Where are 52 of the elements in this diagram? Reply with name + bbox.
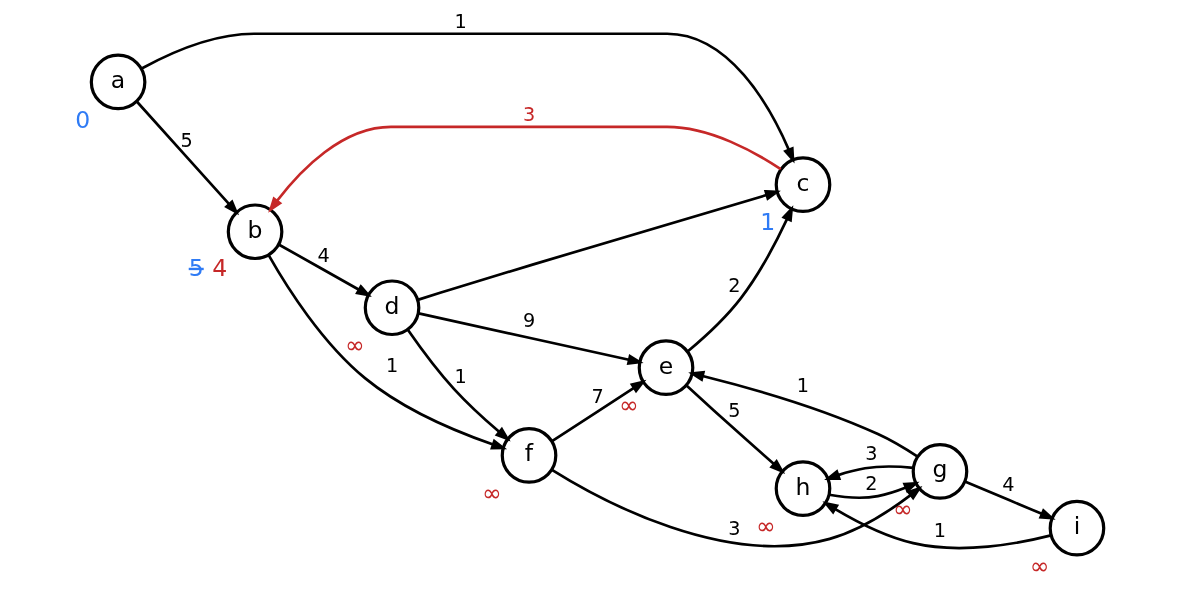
arrow: [687, 370, 918, 458]
edge-label: 4: [1001, 473, 1015, 497]
edge-label: 1: [453, 365, 467, 389]
arrow: [684, 384, 785, 474]
arrow: [135, 100, 239, 216]
arrow: [821, 501, 1051, 550]
arrow: [686, 205, 793, 353]
edge-label: 1: [796, 373, 809, 397]
edge-label: 2: [727, 274, 741, 298]
edge-label: 3: [522, 102, 535, 126]
edge-label: 3: [864, 442, 878, 466]
node-circle: a: [89, 53, 146, 111]
node-label: ∞: [344, 331, 365, 360]
arrow: [406, 328, 511, 442]
node-label: ∞: [481, 479, 502, 508]
node-label: ∞: [892, 495, 912, 524]
node-label: 5: [188, 254, 204, 283]
arrow: [823, 465, 914, 480]
edge-label: 7: [590, 385, 604, 409]
node-circle: f: [500, 427, 557, 484]
node-label: ∞: [618, 391, 639, 420]
arrow: [267, 254, 507, 450]
node-label: 0: [74, 105, 90, 134]
node-circle: d: [363, 279, 420, 337]
edge-label: 5: [727, 399, 741, 423]
node-label: 4: [211, 254, 227, 283]
node-circle: c: [774, 156, 831, 214]
edge-label: 1: [453, 9, 467, 33]
arrow: [416, 189, 781, 302]
arrow: [140, 32, 795, 164]
node-circle: h: [774, 460, 831, 517]
arrow: [550, 379, 646, 443]
node-circle: b: [226, 203, 283, 261]
edge-label: 3: [727, 517, 741, 541]
node-circle: g: [911, 443, 968, 500]
edge-label: 9: [522, 309, 535, 333]
edge-label: 4: [316, 244, 330, 268]
node-label: ∞: [755, 512, 776, 541]
arrow: [267, 125, 781, 213]
edge-label: 1: [933, 519, 946, 543]
node-label: ∞: [1029, 551, 1049, 580]
arrow: [417, 312, 644, 365]
edge-label: 5: [179, 128, 193, 152]
node-circle: e: [637, 339, 694, 397]
arrow: [963, 480, 1056, 520]
arrow: [550, 468, 922, 548]
node-label: 1: [759, 208, 775, 237]
arrow: [277, 243, 372, 297]
node-circle: i: [1048, 499, 1105, 557]
edge-label: 1: [385, 354, 398, 378]
arrow: [828, 481, 920, 500]
edge-label: 2: [864, 472, 878, 496]
